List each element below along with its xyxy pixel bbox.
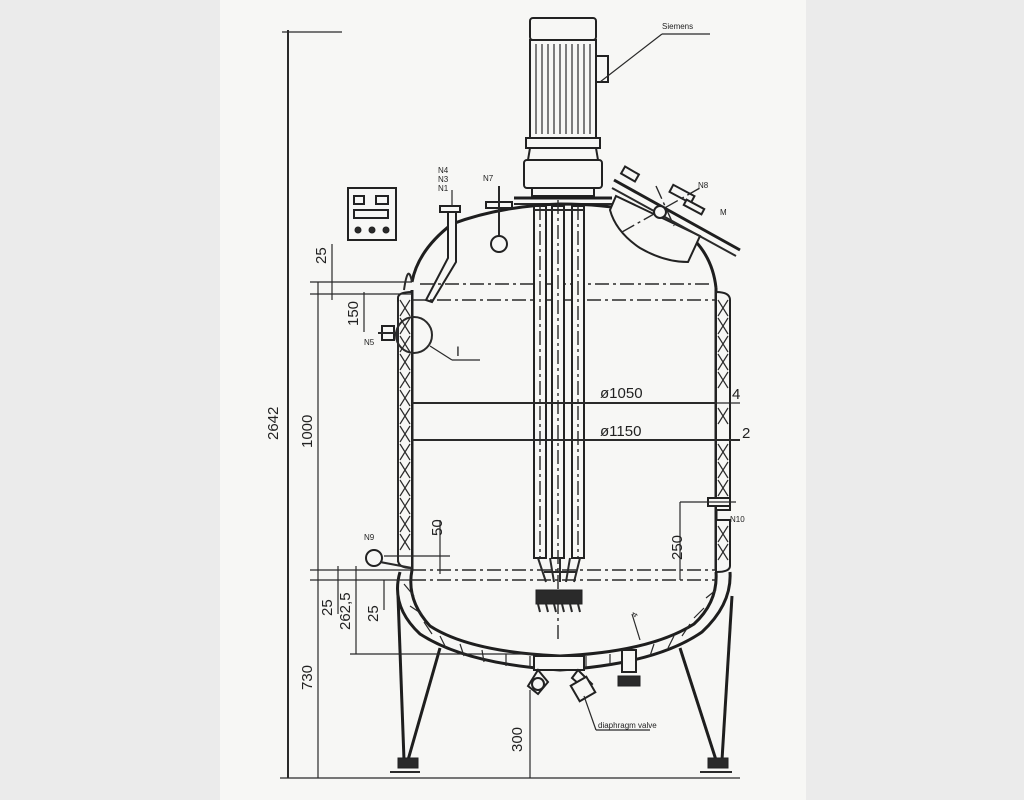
control-box <box>347 187 397 241</box>
agitator-motor <box>514 17 612 205</box>
dim-base-height: 730 <box>299 665 316 690</box>
n8-label: N8 <box>698 181 709 190</box>
dim-wall-4: 4 <box>732 386 740 403</box>
n1-label: N1 <box>438 184 449 193</box>
motor-label: Siemens <box>599 22 710 83</box>
dim-n9-offset: 50 <box>429 519 446 536</box>
agitator <box>533 200 585 640</box>
manhole-mark: M <box>720 208 727 217</box>
n10-label: N10 <box>730 515 745 524</box>
nozzle-n1: N4 N3 N1 <box>424 166 461 304</box>
detail-label: I <box>456 343 460 359</box>
dimension-text: 2642 1000 730 25 150 25 262,5 25 50 250 … <box>265 247 750 752</box>
dim-inner-diameter: ø1050 <box>600 385 643 402</box>
dim-n10-offset: 250 <box>669 535 686 560</box>
n5-label: N5 <box>364 338 375 347</box>
n4-label: N4 <box>438 166 449 175</box>
dim-outlet-height: 300 <box>509 727 526 752</box>
n7-label: N7 <box>483 174 494 183</box>
n3-label: N3 <box>438 175 449 184</box>
dim-bottom-offset-inner: 25 <box>365 605 382 622</box>
siemens-label: Siemens <box>662 22 693 31</box>
n9-label: N9 <box>364 533 375 542</box>
nozzle-n10: N10 <box>680 497 745 524</box>
nozzle-n5: N5 <box>364 325 398 347</box>
dim-total-height: 2642 <box>265 407 282 440</box>
dimension-lines <box>280 30 740 779</box>
dim-outer-diameter: ø1150 <box>600 423 641 440</box>
dim-bottom-offset-outer: 25 <box>319 599 336 616</box>
manhole-n8: N8 M <box>608 165 741 264</box>
dim-nozzle-offset: 150 <box>345 301 362 326</box>
dim-bottom-depth: 262,5 <box>337 592 354 630</box>
vessel-shell <box>396 288 732 672</box>
vessel-legs <box>390 595 734 773</box>
bottom-outlet: diaphragm valve <box>526 649 657 731</box>
dim-bottom-wall: 4 <box>630 610 640 619</box>
valve-label: diaphragm valve <box>598 721 657 730</box>
dim-cylinder-height: 1000 <box>299 415 316 448</box>
nozzle-n7: N7 <box>483 174 513 253</box>
dim-wall-2: 2 <box>742 425 750 442</box>
nozzle-n9: N9 <box>364 533 450 569</box>
detail-i: I <box>395 316 480 361</box>
dim-top-offset: 25 <box>313 247 330 264</box>
